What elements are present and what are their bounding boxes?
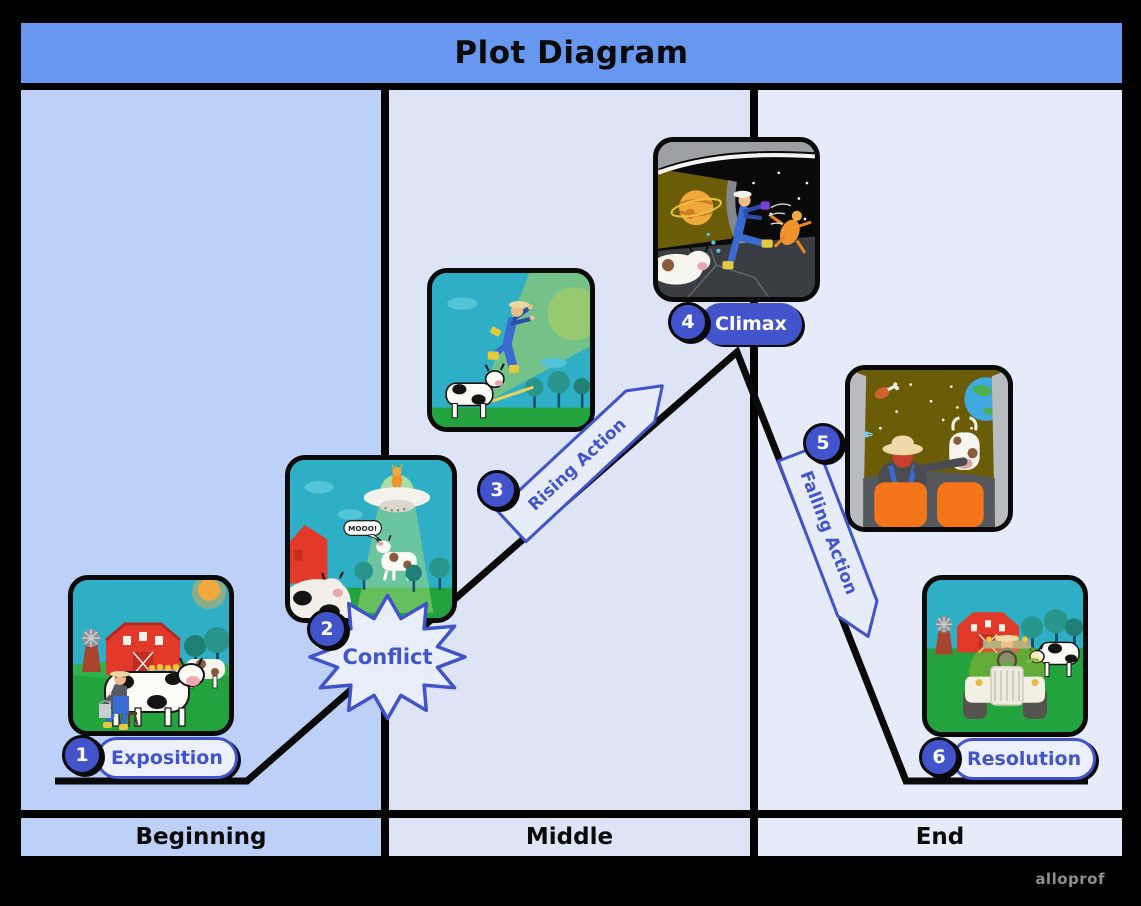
band-middle: Middle [389, 818, 750, 856]
stage-number-badge: 6 [919, 737, 959, 777]
page-title: Plot Diagram [454, 35, 689, 71]
stage-number-badge: 4 [668, 302, 708, 342]
stage-number-badge: 5 [803, 423, 843, 463]
planet [670, 190, 722, 226]
band-middle-label: Middle [525, 824, 614, 850]
title-bar: Plot Diagram [21, 23, 1122, 83]
band-beginning: Beginning [21, 818, 381, 856]
climax-card [653, 137, 820, 302]
band-end: End [758, 818, 1122, 856]
exposition-label: Exposition [96, 737, 238, 779]
stage-number-badge: 1 [62, 735, 102, 775]
sweating-cow [658, 232, 721, 285]
rising-action-card [427, 268, 595, 432]
falling-action-illustration [850, 370, 1008, 527]
resolution-illustration [927, 580, 1083, 732]
stage-number-badge: 2 [307, 609, 347, 649]
alien [768, 203, 812, 254]
resolution-card [922, 575, 1088, 737]
conflict-label-text: Conflict [342, 645, 433, 669]
moo-text: MOOO! [348, 524, 377, 533]
resolution-label: Resolution [952, 738, 1097, 780]
exposition-illustration [73, 580, 229, 731]
band-end-label: End [915, 824, 965, 850]
hull [658, 142, 815, 169]
falling-action-card [845, 365, 1013, 532]
alien [391, 463, 403, 490]
exposition-card [68, 575, 234, 736]
farmer-kicking [722, 190, 773, 270]
climax-label: Climax [700, 303, 802, 345]
stage-number-badge: 3 [477, 470, 517, 510]
climax-illustration [658, 142, 815, 297]
rising-action-illustration [432, 273, 590, 427]
alloprof-watermark: alloprof [1035, 870, 1105, 888]
band-beginning-label: Beginning [135, 824, 267, 850]
